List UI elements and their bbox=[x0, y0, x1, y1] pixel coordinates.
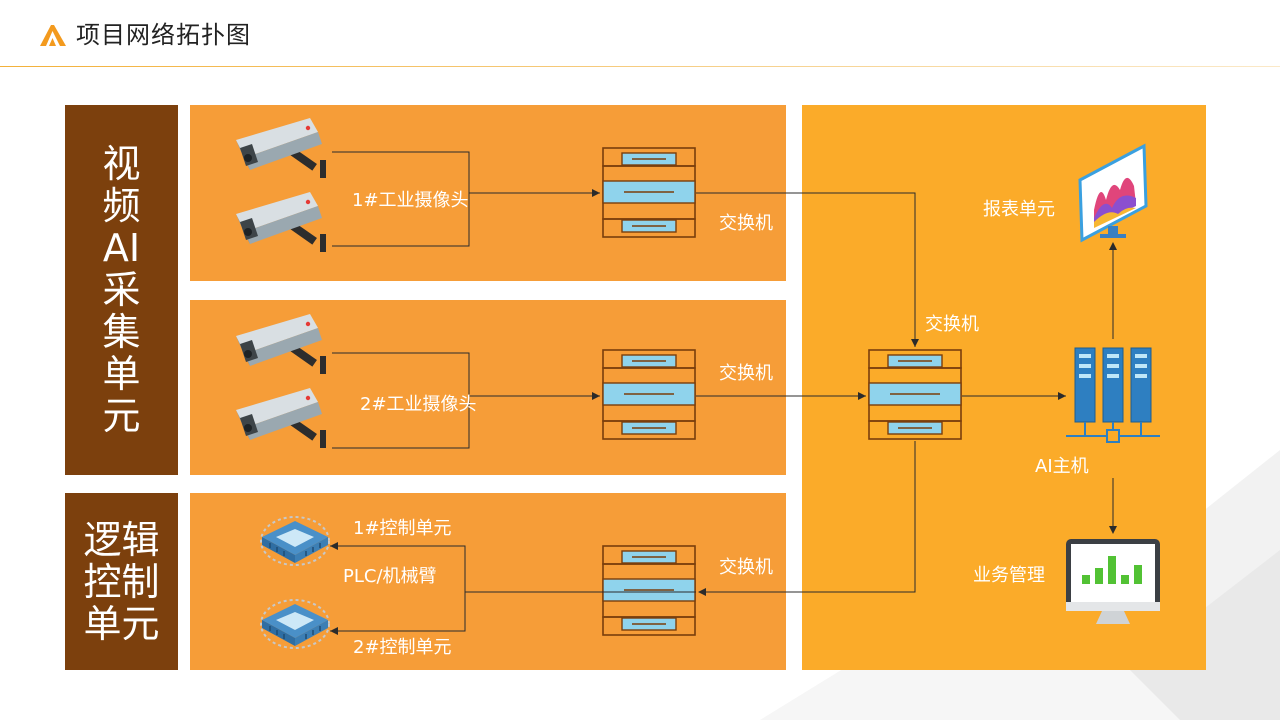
core-switch-icon bbox=[867, 348, 963, 442]
switch-icon bbox=[601, 544, 697, 638]
control-chip-icon bbox=[260, 599, 330, 649]
report-unit-label: 报表单元 bbox=[983, 199, 1055, 220]
plc-label: PLC/机械臂 bbox=[343, 566, 437, 587]
switch-1-label: 交换机 bbox=[719, 213, 773, 234]
ai-host-label: AI主机 bbox=[1035, 456, 1089, 477]
video-ai-unit-label: 视 频 AI 采 集 单 元 bbox=[65, 105, 178, 475]
business-mgmt-label: 业务管理 bbox=[973, 565, 1045, 586]
connector-row3 bbox=[330, 545, 696, 632]
camera-icon bbox=[236, 388, 326, 448]
switch-icon bbox=[601, 146, 697, 240]
switch-icon bbox=[601, 348, 697, 442]
camera-group-1-label: 1#工业摄像头 bbox=[352, 190, 469, 211]
core-switch-label: 交换机 bbox=[925, 314, 979, 335]
connector-row2 bbox=[332, 352, 600, 449]
control-unit-2-label: 2#控制单元 bbox=[353, 637, 452, 658]
camera-icon bbox=[236, 192, 326, 252]
video-ai-unit-text: 视 频 AI 采 集 单 元 bbox=[102, 142, 141, 438]
control-chip-icon bbox=[260, 516, 330, 566]
business-monitor-icon bbox=[1066, 539, 1160, 624]
report-monitor-icon bbox=[1078, 143, 1148, 243]
control-unit-1-label: 1#控制单元 bbox=[353, 518, 452, 539]
logo-icon bbox=[40, 25, 66, 46]
camera-icon bbox=[236, 314, 326, 374]
camera-group-2-label: 2#工业摄像头 bbox=[360, 394, 477, 415]
switch-3-label: 交换机 bbox=[719, 557, 773, 578]
logic-control-unit-text: 逻辑 控制 单元 bbox=[83, 517, 160, 646]
logic-control-unit-label: 逻辑 控制 单元 bbox=[65, 493, 178, 670]
header-divider bbox=[0, 66, 1280, 67]
camera-icon bbox=[236, 118, 326, 178]
connector-row1 bbox=[332, 151, 600, 247]
switch-2-label: 交换机 bbox=[719, 363, 773, 384]
page-title: 项目网络拓扑图 bbox=[76, 21, 251, 49]
header: 项目网络拓扑图 bbox=[0, 0, 1280, 66]
ai-host-icon bbox=[1066, 347, 1160, 443]
